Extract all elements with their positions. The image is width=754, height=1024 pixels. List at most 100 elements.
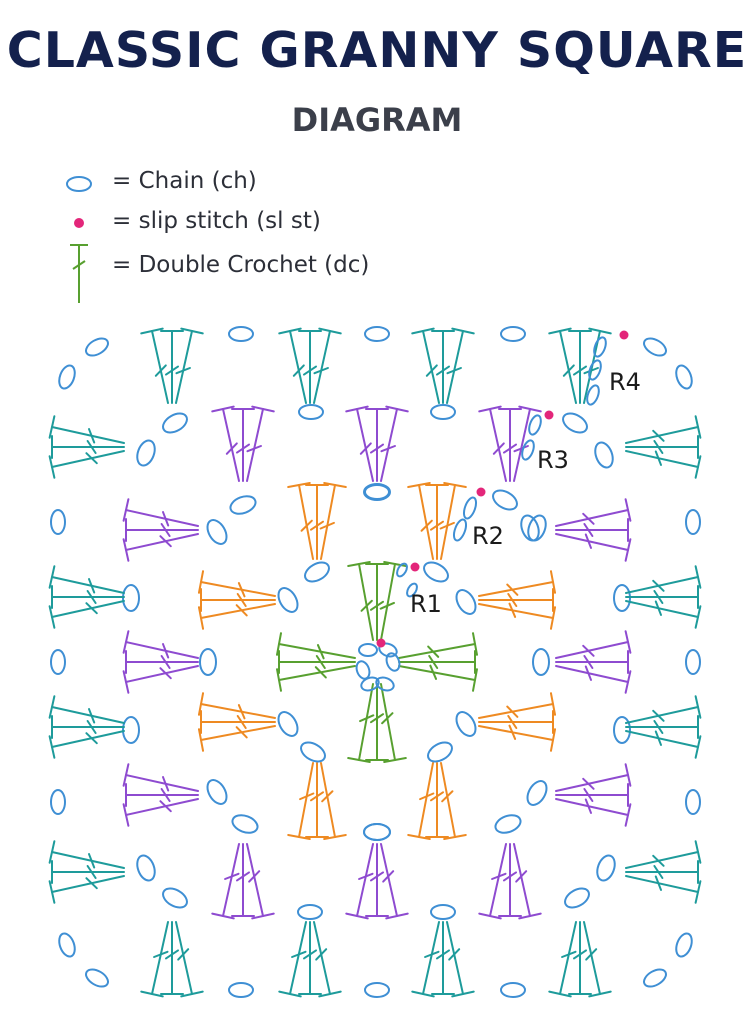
double-crochet-stitch [276, 665, 356, 692]
slip-stitch [410, 562, 420, 572]
double-crochet-stitch [365, 408, 389, 482]
double-crochet-stitch [439, 481, 467, 560]
chain-stitch [162, 887, 188, 909]
chain-stitch [300, 741, 326, 763]
double-crochet-stitch [407, 481, 434, 560]
double-crochet-stitch [625, 435, 699, 459]
double-crochet-stitch [175, 921, 204, 998]
chain-stitch [594, 441, 614, 469]
chain-stitch [406, 582, 418, 598]
double-crochet-stitch [122, 798, 199, 827]
double-crochet-stitch [122, 763, 199, 792]
chain-stitch [206, 519, 228, 545]
double-crochet-stitch [548, 327, 577, 404]
double-crochet-stitch [320, 762, 347, 841]
double-crochet-stitch [411, 921, 440, 998]
double-crochet-stitch [583, 921, 612, 998]
double-crochet-stitch [625, 695, 702, 724]
chain-stitch [500, 326, 526, 342]
double-crochet-stitch [51, 860, 125, 884]
double-crochet-stitch [345, 405, 374, 482]
chain-stitch [675, 364, 693, 390]
legend-item-slip-stitch: = slip stitch (sl st) [62, 205, 462, 241]
chain-stitch [231, 814, 259, 834]
double-crochet-stitch [122, 630, 199, 659]
double-crochet-stitch [122, 498, 199, 527]
chain-stitch [427, 741, 453, 763]
double-crochet-stitch [478, 710, 554, 734]
chain-stitch [613, 716, 631, 744]
chain-stitch [588, 359, 602, 381]
legend-label-slip-stitch: = slip stitch (sl st) [112, 208, 321, 234]
chain-stitch [360, 676, 380, 692]
chain-stitch [675, 932, 693, 958]
chain-stitch [586, 384, 600, 406]
round-label-r3: R3 [537, 446, 569, 474]
chain-stitch [228, 326, 254, 342]
chain-stitch [527, 514, 547, 542]
double-crochet-stitch [160, 921, 184, 995]
chain-stitch [122, 584, 140, 612]
double-crochet-stitch [398, 664, 478, 692]
double-crochet-stitch [478, 843, 507, 920]
double-crochet-stitch [51, 715, 125, 739]
chain-stitch [528, 414, 542, 436]
legend-label-chain: = Chain (ch) [112, 168, 257, 194]
double-crochet-stitch [345, 843, 374, 920]
double-crochet-stitch [125, 518, 199, 542]
double-crochet-stitch [425, 762, 449, 838]
double-crochet-stitch [276, 632, 356, 660]
double-crochet-stitch [555, 518, 629, 542]
chain-stitch [593, 336, 607, 358]
double-crochet-stitch [398, 632, 478, 659]
double-crochet-stitch [625, 585, 699, 609]
chain-stitch [136, 439, 156, 467]
double-crochet-stitch [478, 405, 507, 482]
double-crochet-stitch [625, 715, 699, 739]
chain-stitch [452, 518, 468, 542]
chain-stitch [685, 789, 701, 815]
double-crochet-stitch [568, 330, 592, 404]
double-crochet-stitch [305, 762, 329, 838]
chain-stitch [277, 587, 299, 613]
double-crochet-stitch [625, 860, 699, 884]
double-crochet-stitch [407, 762, 435, 841]
double-crochet-stitch [555, 498, 632, 527]
double-crochet-stitch [160, 330, 184, 404]
double-crochet-stitch [513, 405, 542, 482]
double-crochet-stitch [446, 327, 475, 404]
double-crochet-stitch [48, 565, 125, 594]
round-label-r2: R2 [472, 522, 504, 550]
double-crochet-stitch [48, 695, 125, 724]
chain-stitch [85, 968, 109, 988]
double-crochet-stitch [140, 327, 169, 404]
double-crochet-stitch [48, 415, 125, 444]
double-crochet-stitch [48, 450, 125, 479]
chain-stitch [162, 412, 188, 434]
chain-stitch [364, 982, 390, 998]
double-crochet-stitch [51, 435, 125, 459]
double-crochet-stitch [347, 561, 374, 641]
round-label-r4: R4 [609, 368, 641, 396]
legend-item-chain: = Chain (ch) [62, 165, 462, 201]
double-crochet-stitch [140, 921, 169, 998]
double-crochet-stitch [197, 603, 276, 630]
double-crochet-stitch [379, 561, 407, 641]
chain-stitch [229, 495, 257, 515]
chain-stitch [423, 561, 449, 583]
double-crochet-stitch [211, 405, 240, 482]
chain-stitch [430, 904, 456, 920]
chain-stitch [564, 887, 590, 909]
double-crochet-stitch [365, 563, 389, 641]
double-crochet-stitch [555, 650, 629, 674]
slip-stitch [544, 410, 554, 420]
chain-stitch [122, 716, 140, 744]
double-crochet-stitch [48, 600, 125, 629]
round-label-r1: R1 [410, 590, 442, 618]
double-crochet-stitch [625, 875, 702, 904]
double-crochet-stitch [555, 783, 629, 807]
chain-stitch [643, 968, 667, 988]
double-crochet-stitch [278, 327, 307, 404]
double-crochet-stitch [625, 840, 702, 869]
chain-stitch [685, 649, 701, 675]
